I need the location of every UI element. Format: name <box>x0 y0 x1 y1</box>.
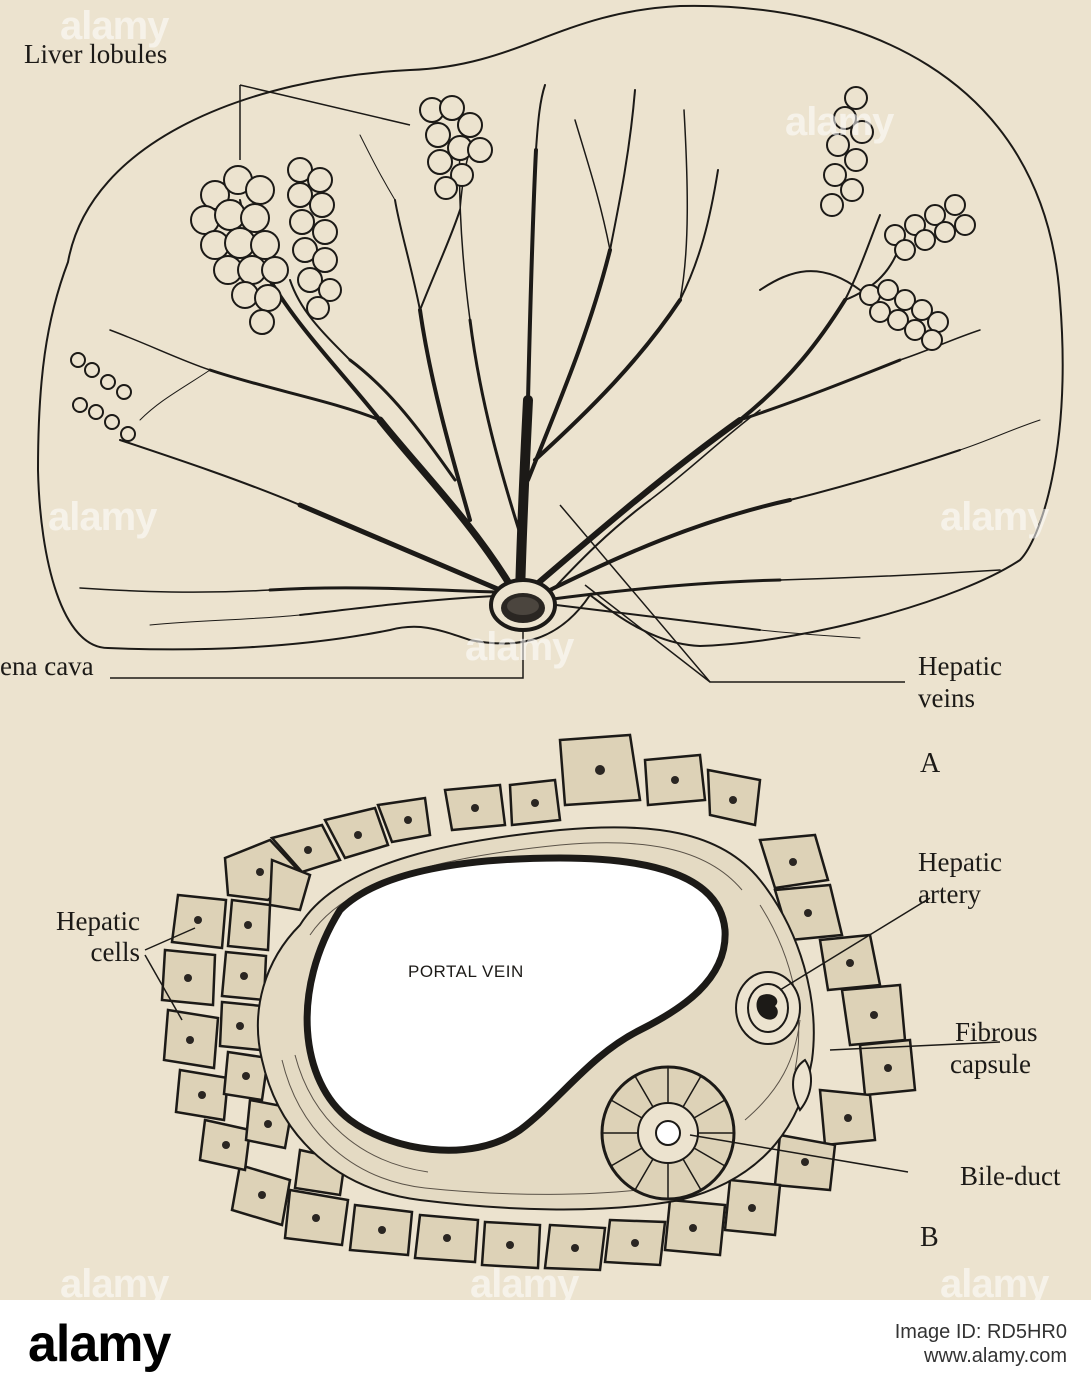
illustration-plate: Liver lobules ena cava Hepatic veins A H… <box>0 0 1091 1300</box>
stock-footer: alamy Image ID: RD5HR0 www.alamy.com <box>0 1300 1091 1390</box>
label-portal-vein: PORTAL VEIN <box>408 962 524 981</box>
label-hepatic-artery-line1: Hepatic <box>918 847 1002 877</box>
small-vessel <box>792 1058 812 1112</box>
label-liver-lobules: Liver lobules <box>24 39 168 69</box>
hepatic-artery-section <box>735 971 801 1045</box>
label-hepatic-artery-line2: artery <box>918 879 981 909</box>
watermark: alamy <box>48 495 157 539</box>
label-hepatic-cells-line2: cells <box>90 937 140 967</box>
watermark: alamy <box>940 1262 1049 1300</box>
watermark: alamy <box>470 1262 579 1300</box>
label-bile-duct: Bile-duct <box>960 1161 1061 1191</box>
portal-vein <box>303 854 729 1154</box>
watermark: alamy <box>465 625 574 669</box>
hepatic-vein-tree <box>79 84 1041 639</box>
label-hepatic-cells-line1: Hepatic <box>56 906 140 936</box>
image-id: Image ID: RD5HR0 <box>894 1321 1067 1343</box>
label-hepatic-veins-line2: veins <box>918 683 975 713</box>
cell-nuclei <box>184 765 892 1252</box>
alamy-logo: alamy <box>28 1315 171 1373</box>
figure-b-letter: B <box>920 1222 939 1253</box>
image-meta: Image ID: RD5HR0 www.alamy.com <box>895 1320 1067 1368</box>
watermark: alamy <box>940 495 1049 539</box>
watermark: alamy <box>500 1010 609 1054</box>
watermark: alamy <box>60 4 169 48</box>
bile-duct-section <box>600 1065 736 1201</box>
liver-lobule-clusters <box>70 86 976 442</box>
label-hepatic-veins-line1: Hepatic <box>918 651 1002 681</box>
vena-cava-section <box>489 578 557 632</box>
watermark: alamy <box>60 1262 169 1300</box>
figure-a-letter: A <box>920 748 941 779</box>
figure-b-leaders <box>144 897 1001 1173</box>
site-url: www.alamy.com <box>924 1345 1067 1367</box>
label-vena-cava: ena cava <box>0 651 94 681</box>
label-fibrous-capsule-line1: Fibrous <box>955 1017 1038 1047</box>
liver-outline <box>36 4 1064 651</box>
watermark: alamy <box>785 100 894 144</box>
figure-a-leaders <box>110 84 905 683</box>
label-fibrous-capsule-line2: capsule <box>950 1049 1031 1079</box>
liver-diagram <box>36 4 1064 1272</box>
